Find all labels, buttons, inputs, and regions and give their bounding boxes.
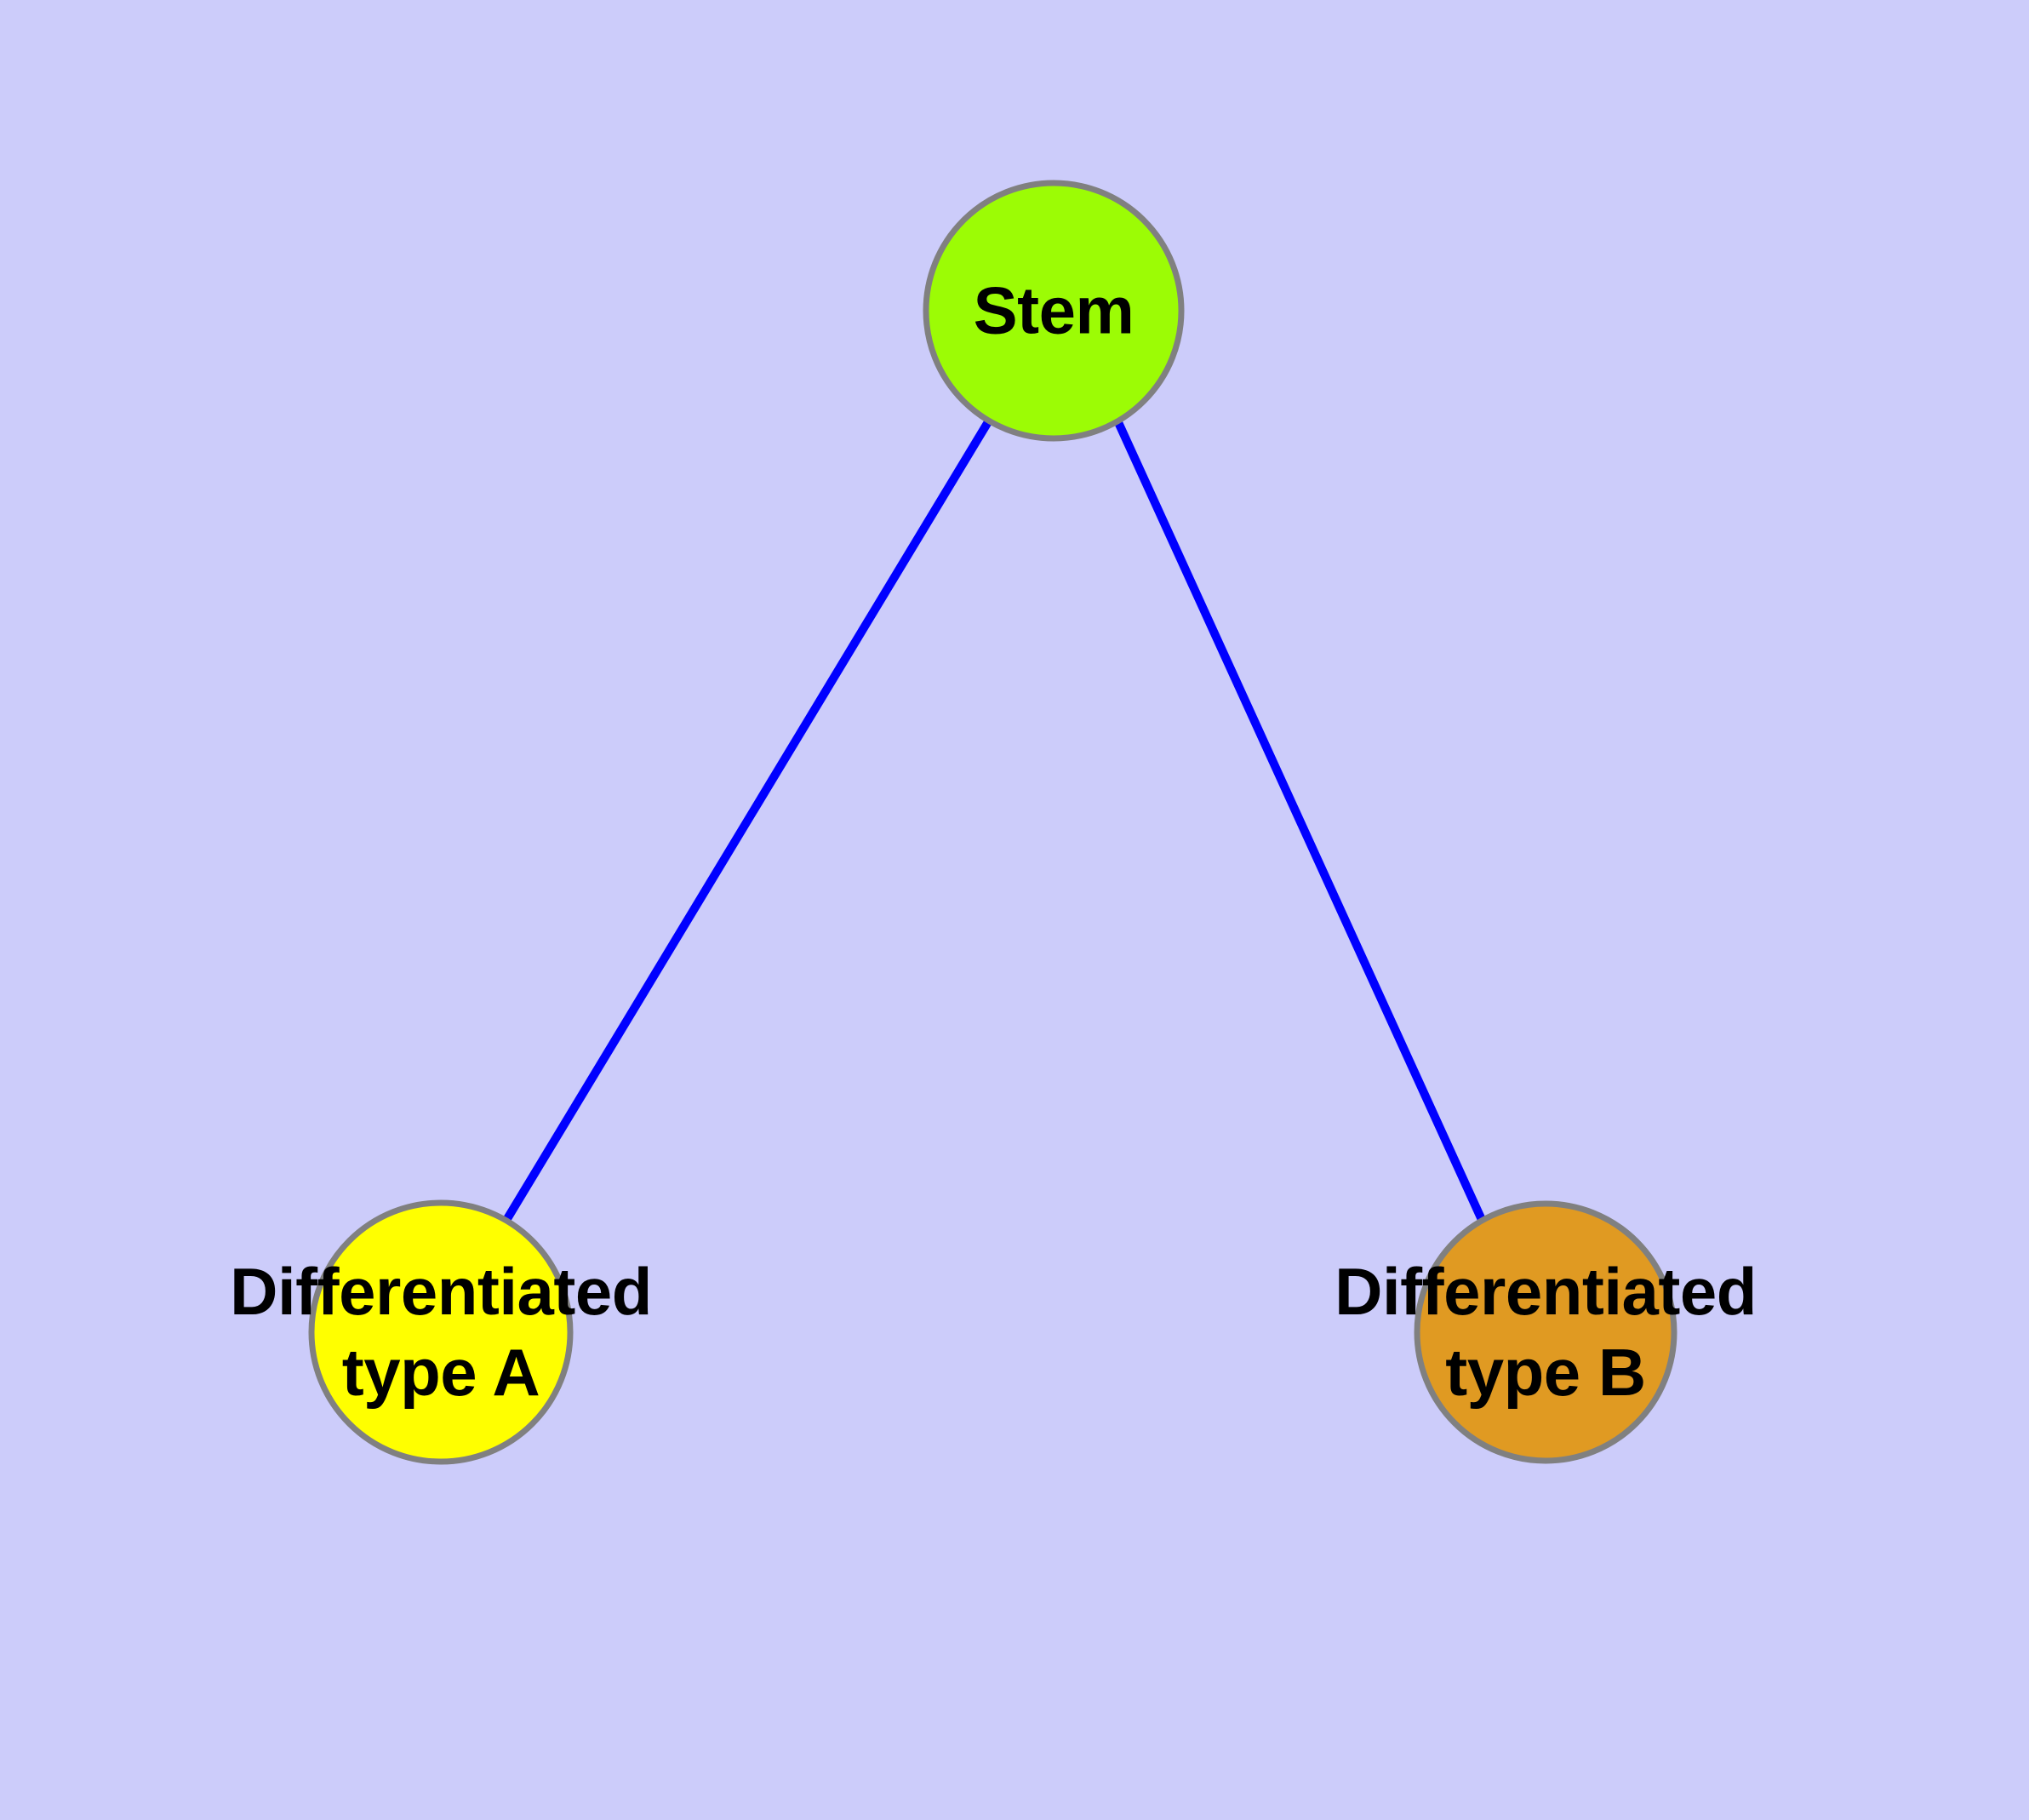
graph-node-diff_b[interactable] — [1414, 1200, 1677, 1464]
nodes-group — [308, 180, 1677, 1465]
graph-edge-stem-diff_b[interactable] — [1113, 418, 1487, 1224]
graph-edge-stem-diff_a[interactable] — [501, 418, 993, 1224]
graph-node-diff_a[interactable] — [308, 1199, 574, 1465]
graph-node-stem[interactable] — [923, 180, 1185, 442]
edges-group — [501, 418, 1487, 1224]
